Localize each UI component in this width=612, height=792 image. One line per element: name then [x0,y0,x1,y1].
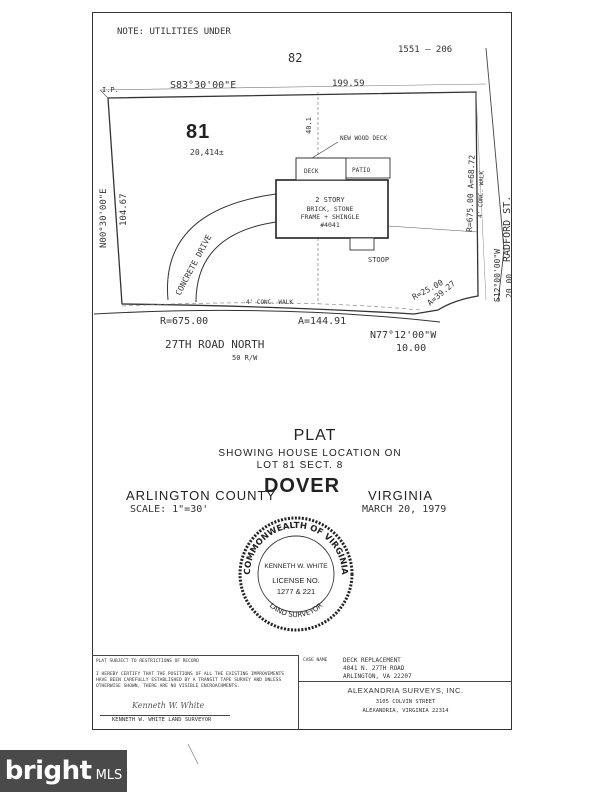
plat-date: MARCH 20, 1979 [362,504,446,515]
lot-boundary [107,91,479,315]
seal-license-number: 1277 & 221 [277,587,315,596]
stray-mark [187,743,199,765]
south-street-row: 50 R/W [232,354,258,362]
rear-setback: 40.1 [305,117,313,134]
signer-name: KENNETH W. WHITE LAND SURVEYOR [112,717,212,723]
radford-row-line [485,47,505,303]
chord-distance: 10.00 [396,343,426,354]
patio-label: PATIO [352,167,370,174]
concrete-drive [166,193,277,303]
firm-block: CASE NAME DECK REPLACEMENT 4041 N. 27TH … [298,655,512,730]
firm-divider [299,681,512,682]
lot-area: 20,414± [190,148,224,157]
patio-outline [345,157,391,179]
north-distance: 199.59 [332,79,365,89]
signature-line [100,715,230,716]
new-deck-note: NEW WOOD DECK [340,135,387,142]
east-street-name: RADFORD ST. [502,196,513,262]
south-walk-label: 4' CONC. WALK [246,299,293,306]
south-street-line [93,309,441,323]
plat-subtitle-2: LOT 81 SECT. 8 [257,460,344,471]
north-bearing: S83°30'00"E [170,80,236,91]
house-material-1: BRICK, STONE [307,205,354,213]
state-name: VIRGINIA [368,488,433,503]
side-offset-line [387,225,479,233]
deck-note-leader [311,141,339,159]
house-type: 2 STORY [315,196,345,204]
seal-name: KENNETH W. WHITE [264,563,328,570]
nw-corner-tick [99,89,109,99]
surveyor-signature: Kenneth W. White [132,701,205,710]
nw-corner-mark: I.P. [102,86,119,94]
north-offset-line [99,83,487,91]
surveyor-seal: COMMONWEALTH OF VIRGINIA LAND SURVEYOR K… [238,516,354,632]
radford-edge-line [475,91,487,301]
west-distance: 104.67 [119,193,129,226]
firm-address-2: ALEXANDRIA, VIRGINIA 22314 [362,708,449,714]
house-material-2: FRAME + SHINGLE [301,213,360,221]
firm-address-1: 3105 COLVIN STREET [375,699,436,705]
certification-text: I HEREBY CERTIFY THAT THE POSITIONS OF A… [96,672,285,689]
stoop-outline [349,237,375,251]
plat-subtitle-1: SHOWING HOUSE LOCATION ON [218,448,401,459]
firm-name: ALEXANDRIA SURVEYS, INC. [347,686,464,695]
radford-distance: 20.00 [505,274,514,298]
case-line-2: 4041 N. 27TH ROAD [343,665,405,672]
case-name: DECK REPLACEMENT 4041 N. 27TH ROAD ARLIN… [343,657,412,681]
mls-logo-text: MLS [95,767,123,783]
parcel-number-faint: 82 [288,51,302,65]
radford-bearing: S12°00'00"W [493,249,502,302]
plat-scale: SCALE: 1"=30' [130,504,208,515]
case-line-1: DECK REPLACEMENT [343,657,401,664]
bright-mls-watermark: bright MLS [0,750,127,792]
south-curve-arc: A=144.91 [298,316,346,327]
footer-divider: PLAT SUBJECT TO RESTRICTIONS OF RECORD [92,655,298,664]
deck-label: DECK [304,168,319,175]
utilities-note: NOTE: UTILITIES UNDER [117,27,231,37]
stoop-label: STOOP [368,256,389,264]
seal-license-label: LICENSE NO. [272,576,320,585]
east-walk-label: 4' CONC. WALK [477,171,486,219]
bright-logo-text: bright [4,756,92,786]
west-bearing: N00°30'00"E [99,188,109,248]
file-number: 1551 – 206 [398,45,452,55]
house-footprint [275,179,389,239]
plat-sheet [92,12,512,730]
house-number: #4041 [320,221,340,229]
south-street-name: 27TH ROAD NORTH [165,338,264,351]
case-line-3: ARLINGTON, VA 22207 [343,673,412,680]
county-name: ARLINGTON COUNTY [126,488,276,503]
restrictions-note: PLAT SUBJECT TO RESTRICTIONS OF RECORD [96,659,199,664]
south-curve-radius: R=675.00 [160,316,208,327]
subdivision-name: DOVER [264,475,340,497]
lot-number: 81 [186,121,210,143]
sidewalk-line [121,302,421,311]
certification-block: I HEREBY CERTIFY THAT THE POSITIONS OF A… [92,666,298,730]
east-curve-data: R=675.00 A=68.72 [465,155,477,233]
chord-bearing: N77°12'00"W [370,330,437,341]
case-name-label: CASE NAME [303,658,328,663]
plat-heading: PLAT [294,427,337,444]
